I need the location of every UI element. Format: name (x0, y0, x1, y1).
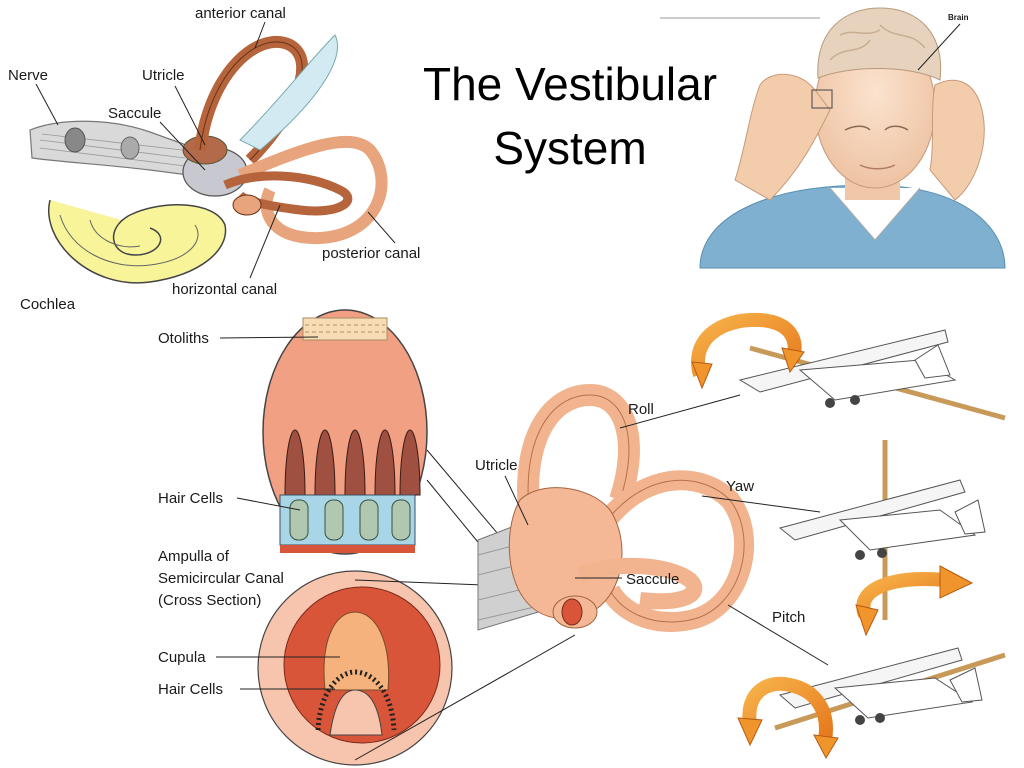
title-line-1: The Vestibular (422, 58, 718, 110)
supporting-cells (279, 494, 416, 553)
label-roll: Roll (628, 401, 654, 418)
cochlea (48, 199, 227, 284)
brain-region-box (811, 89, 833, 109)
horizontal-canal (223, 171, 353, 216)
ampulla-cross-section (257, 570, 453, 766)
airplane-yaw (778, 440, 986, 637)
label-ampulla-line-1: Ampulla of (158, 548, 230, 565)
label-lab-saccule: Saccule (626, 571, 679, 588)
otolith-organ-section (262, 309, 428, 555)
slide-title: The Vestibular System (390, 52, 750, 180)
label-otoliths: Otoliths (158, 330, 209, 347)
label-posterior-canal: posterior canal (322, 245, 420, 262)
label-cochlea: Cochlea (20, 296, 76, 313)
roll-plane-wing (738, 329, 949, 393)
label-anterior-canal: anterior canal (195, 5, 286, 22)
title-line-2: System (493, 122, 647, 174)
left-hand (734, 73, 831, 201)
brain-shape (817, 7, 942, 81)
label-pitch: Pitch (772, 609, 805, 626)
label-utricle: Utricle (142, 67, 185, 84)
label-horizontal-canal: horizontal canal (172, 281, 277, 298)
person-brain-figure: Brain (660, 7, 1006, 269)
posterior-canal (237, 135, 388, 245)
vestibular-nerve (29, 120, 201, 177)
labyrinth-diagram (477, 383, 754, 632)
pitch-plane-wing (778, 647, 963, 709)
label-yaw: Yaw (726, 478, 754, 495)
airplane-pitch (737, 647, 1006, 760)
label-saccule: Saccule (108, 105, 161, 122)
ear-anatomy-diagram: anterior canal Nerve Utricle Saccule pos… (8, 5, 420, 313)
roll-arrow (691, 312, 802, 377)
otolith-crystals (302, 317, 388, 341)
endolymphatic-membrane (239, 34, 338, 151)
label-hair-cells-bottom: Hair Cells (158, 681, 223, 698)
pitch-arrow (742, 676, 833, 742)
label-brain: Brain (948, 13, 969, 22)
label-hair-cells-top: Hair Cells (158, 490, 223, 507)
label-nerve: Nerve (8, 67, 48, 84)
airplane-roll (691, 312, 1006, 421)
hair-cell-bundles (284, 429, 421, 496)
vestibule (182, 135, 248, 197)
yaw-plane-wing (778, 479, 966, 541)
right-hand (929, 79, 985, 201)
ampulla-hair-cells (315, 669, 397, 731)
cupula (323, 611, 390, 691)
pitch-plane-fuselage (833, 677, 974, 719)
label-ampulla-line-2: Semicircular Canal (158, 570, 284, 587)
lab-horizontal-canal (577, 558, 703, 610)
yaw-plane-fuselage (838, 509, 977, 551)
label-cupula: Cupula (158, 649, 206, 666)
shirt-collar (829, 187, 921, 241)
label-lab-utricle: Utricle (475, 457, 518, 474)
label-ampulla-line-3: (Cross Section) (158, 592, 261, 609)
ampulla-small (232, 194, 262, 216)
roll-plane-fuselage (798, 359, 957, 401)
